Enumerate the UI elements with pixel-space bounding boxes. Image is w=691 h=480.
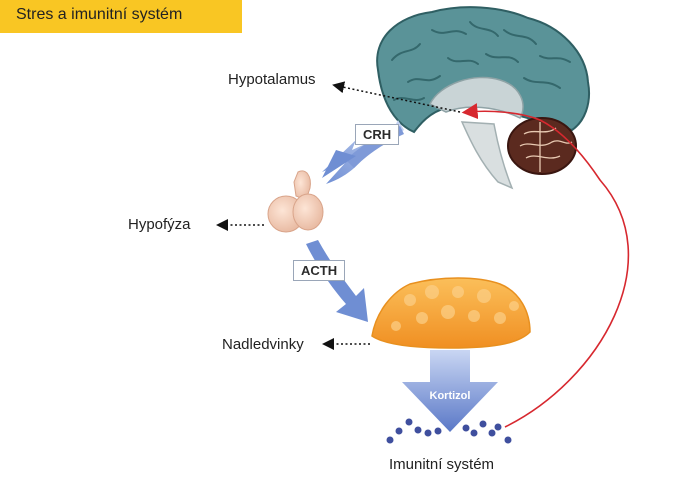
pituitary-gland	[267, 170, 324, 233]
pituitary-label: Hypofýza	[128, 216, 191, 233]
cortisol-label: Kortizol	[430, 390, 471, 402]
acth-arrow	[306, 240, 368, 322]
immune-label: Imunitní systém	[389, 456, 495, 473]
hypothalamus-pointer	[332, 81, 461, 113]
cortisol-arrow	[402, 350, 498, 432]
crh-arrowhead	[322, 150, 356, 178]
crh-tag: CRH	[355, 124, 400, 145]
brain-illustration	[376, 6, 590, 190]
page-title-text: Stres a imunitní systém	[16, 6, 183, 23]
hypothalamus-label: Hypotalamus	[228, 71, 316, 88]
page-title: Stres a imunitní systém	[0, 0, 242, 33]
adrenal-label: Nadledvinky	[222, 336, 304, 353]
feedback-arrow	[461, 103, 630, 428]
adrenal-gland	[371, 277, 531, 349]
immune-cells	[386, 418, 512, 444]
acth-tag: ACTH	[293, 260, 346, 281]
